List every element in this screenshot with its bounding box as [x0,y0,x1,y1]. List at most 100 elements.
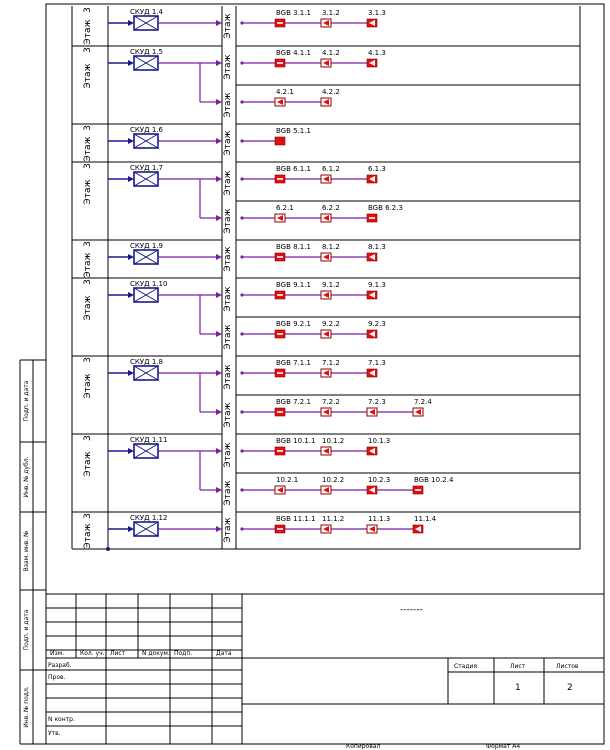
skud-cross [133,249,159,265]
floor-number: 3 [83,7,93,13]
floor-label: Этаж [83,179,93,204]
tb-role-label: N контр. [48,716,75,723]
tb-sheets-count: 2 [567,683,573,693]
bgb-device-mark [277,450,283,452]
reader-device-mark [323,176,329,182]
device-label: 9.1.3 [368,281,386,289]
bus-tap-dot [240,293,244,297]
lock-device-mark [369,370,375,376]
device-label: 7.2.4 [414,398,432,406]
floor-label: Этаж [83,451,93,476]
skud-label: СКУД 1.4 [130,8,163,16]
skud-feed-arrow [128,176,134,182]
device-label: 9.2.3 [368,320,386,328]
skud-feed-arrow [128,526,134,532]
device-label: 3.1.2 [322,9,340,17]
floor-label: Этаж [83,295,93,320]
device-label: 10.2.1 [276,476,298,484]
branch-arrow [216,409,222,415]
skud-label: СКУД 1.11 [130,436,167,444]
skud-cross [133,15,159,31]
device-label: BGB 9.2.1 [276,320,311,328]
tb-header: Изм. [50,650,64,657]
floor-label-right: Этаж [223,13,233,38]
device-label: BGB 7.2.1 [276,398,311,406]
bgb-device-mark [277,372,283,374]
device-label: 3.1.3 [368,9,386,17]
device-label: 7.1.3 [368,359,386,367]
device-label: 6.2.2 [322,204,340,212]
skud-feed-arrow [128,138,134,144]
device-label: BGB 6.1.1 [276,165,311,173]
riser-node [106,547,110,551]
bus-tap-dot [240,100,244,104]
floor-number: 3 [83,279,93,285]
bgb-device-mark [277,256,283,258]
branch-arrow [216,99,222,105]
side-stamp-5: Инв. № подл. [23,686,30,727]
tb-header: Лист [110,650,126,657]
floor-label: Этаж [83,523,93,548]
skud-feed-arrow [128,60,134,66]
reader-device-mark [415,409,421,415]
floor-number: 3 [83,357,93,363]
reader-device-mark [323,292,329,298]
lock-device-mark [369,448,375,454]
reader-device-mark [323,331,329,337]
reader-device-mark [323,370,329,376]
bus-tap-dot [240,488,244,492]
tb-header: Кол. уч. [80,650,105,657]
bus-tap-dot [240,255,244,259]
lock-device-mark [369,176,375,182]
device-label: 6.1.3 [368,165,386,173]
device-label: 4.2.1 [276,88,294,96]
reader-device-mark [323,215,329,221]
tb-format: Формат А4 [486,743,520,750]
bus-tap-dot [240,332,244,336]
bus-tap-dot [240,61,244,65]
bgb-device-mark [369,217,375,219]
bus-tap-dot [240,216,244,220]
device-label: BGB 10.1.1 [276,437,315,445]
floor-label-right: Этаж [223,480,233,505]
reader-device-mark [277,487,283,493]
bgb-device-mark [277,22,283,24]
device-label: 6.1.2 [322,165,340,173]
lock-device-mark [369,292,375,298]
tb-header: Подп. [174,650,192,657]
skud-cross [133,521,159,537]
skud-label: СКУД 1.6 [130,126,163,134]
skud-label: СКУД 1.8 [130,358,163,366]
bus-tap-dot [240,21,244,25]
tb-role-label: Разраб. [48,662,72,669]
device-label: 10.2.2 [322,476,344,484]
bus-arrow [216,370,222,376]
device-label: 6.2.1 [276,204,294,212]
tb-sheets-header: Листов [556,663,579,670]
device-label: BGB 5.1.1 [276,127,311,135]
bgb-device-mark [277,294,283,296]
floor-label-right: Этаж [223,208,233,233]
device-label: 10.2.3 [368,476,390,484]
skud-label: СКУД 1.9 [130,242,163,250]
floor-number: 3 [83,513,93,519]
floor-label: Этаж [83,19,93,44]
reader-device-mark [277,99,283,105]
lock-device-mark [369,331,375,337]
floor-label: Этаж [83,252,93,277]
skud-cross [133,133,159,149]
tb-drawing-title: ------- [400,605,423,615]
reader-device-mark [277,215,283,221]
skud-feed-arrow [128,370,134,376]
tb-role-label: Пров. [48,674,66,681]
device-label: 7.2.2 [322,398,340,406]
floor-label: Этаж [83,373,93,398]
floor-number: 3 [83,241,93,247]
lock-device-mark [369,254,375,260]
floor-number: 3 [83,435,93,441]
tb-header: Дата [216,650,232,657]
device-label: BGB 10.2.4 [414,476,454,484]
bus-arrow [216,138,222,144]
bus-arrow [216,448,222,454]
bus-arrow [216,60,222,66]
